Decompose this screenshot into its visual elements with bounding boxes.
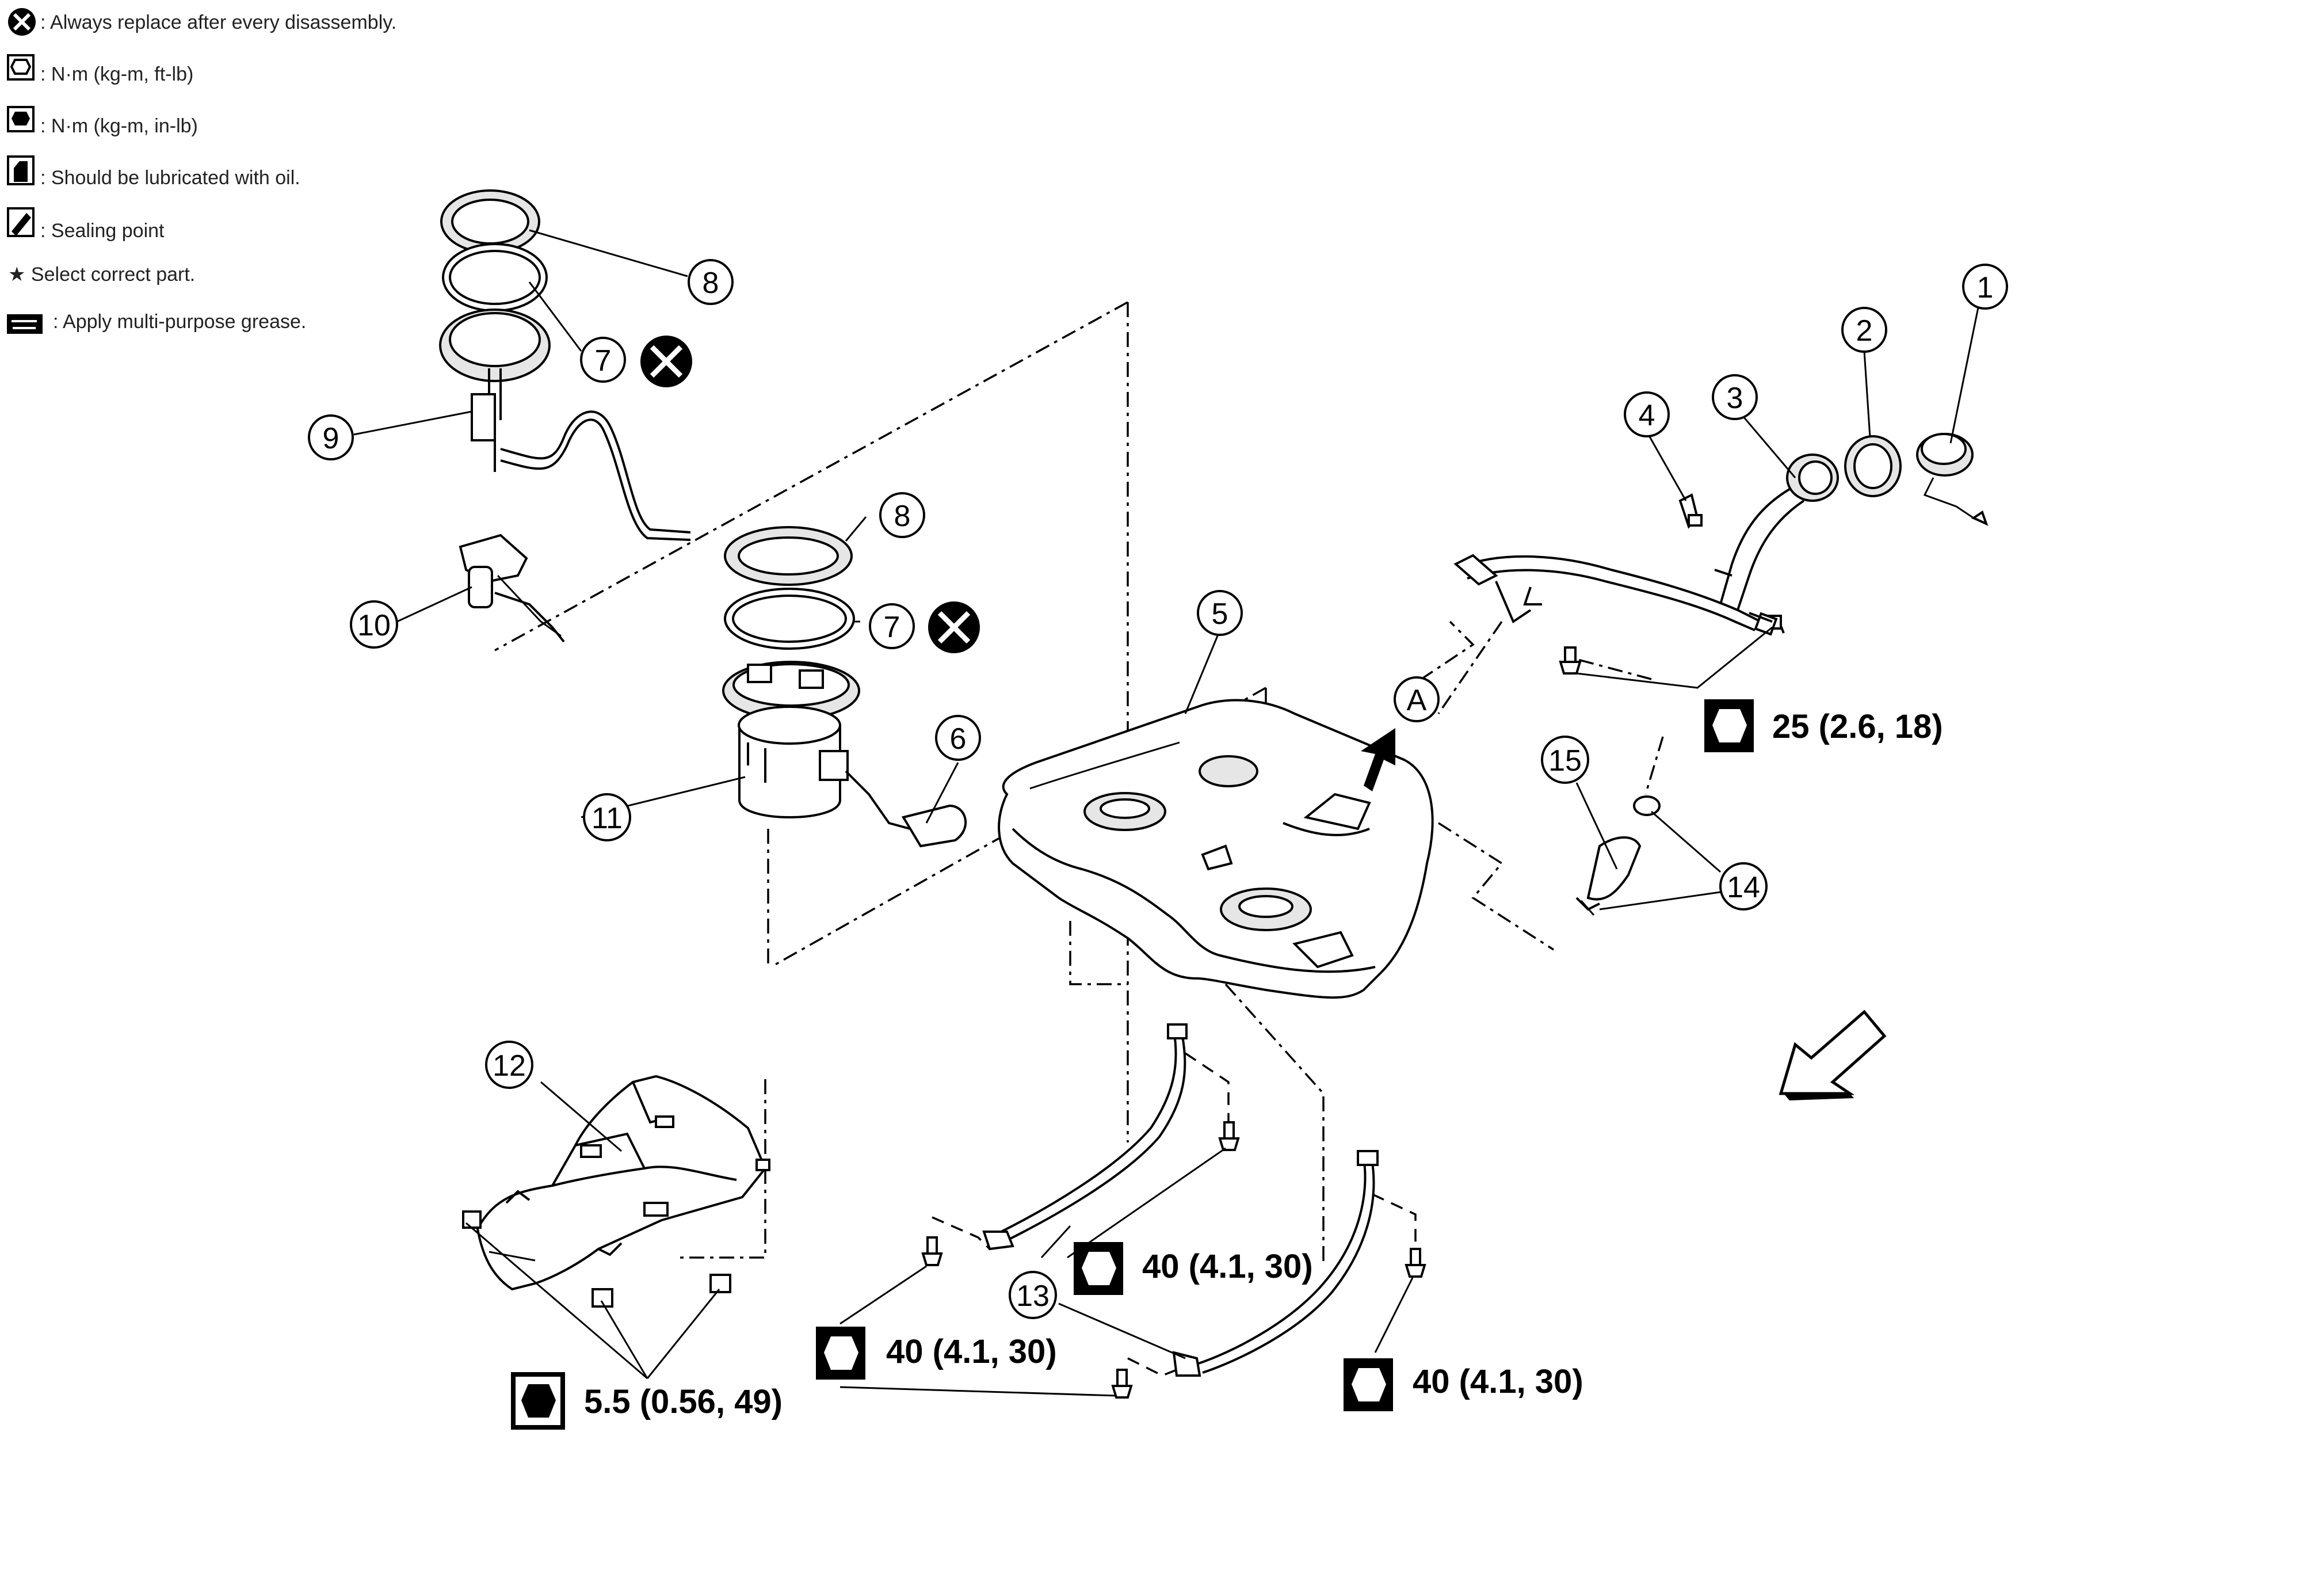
callout-7a: 7 bbox=[580, 337, 626, 383]
tank-band-13-right bbox=[1172, 1150, 1379, 1377]
svg-text:5.5 (0.56, 49): 5.5 (0.56, 49) bbox=[584, 1383, 783, 1420]
svg-text:7: 7 bbox=[595, 344, 612, 378]
callout-13: 13 bbox=[1009, 1271, 1057, 1319]
fuel-level-sensor-10 bbox=[459, 534, 565, 643]
svg-text:1: 1 bbox=[1977, 271, 1994, 304]
callout-9: 9 bbox=[308, 414, 354, 460]
lock-ring-8 bbox=[724, 526, 853, 586]
svg-text:10: 10 bbox=[357, 609, 391, 642]
upper-o-ring-7 bbox=[442, 243, 548, 312]
svg-text:2: 2 bbox=[1856, 314, 1873, 348]
x-circle-icon bbox=[928, 601, 980, 653]
svg-text:3: 3 bbox=[1727, 382, 1743, 415]
legend-item: : Should be lubricated with oil. bbox=[40, 167, 300, 189]
heat-shield-12 bbox=[462, 1075, 770, 1308]
callout-15: 15 bbox=[1541, 736, 1589, 784]
svg-text:A: A bbox=[1407, 684, 1427, 717]
callout-5: 5 bbox=[1197, 590, 1243, 636]
svg-text:5: 5 bbox=[1212, 597, 1228, 631]
callout-2: 2 bbox=[1841, 307, 1887, 353]
x-circle-icon bbox=[640, 336, 692, 387]
leader-lines bbox=[353, 229, 1983, 1397]
svg-text:14: 14 bbox=[1727, 871, 1760, 904]
svg-text:13: 13 bbox=[1016, 1279, 1050, 1313]
callout-14: 14 bbox=[1719, 862, 1768, 911]
x-circle-icon bbox=[8, 8, 36, 36]
fuel-pump-11 bbox=[722, 661, 860, 818]
callout-3: 3 bbox=[1712, 374, 1758, 420]
direction-arrow-a bbox=[1361, 728, 1395, 791]
upper-lock-ring-8 bbox=[440, 189, 540, 254]
o-ring-7 bbox=[724, 588, 855, 650]
filler-cap-1 bbox=[1916, 433, 1989, 526]
torque-spec-heat-shield: 5.5 (0.56, 49) bbox=[511, 1372, 783, 1430]
front-arrow bbox=[1779, 1010, 1887, 1100]
callout-a: A bbox=[1394, 676, 1440, 722]
svg-text:4: 4 bbox=[1639, 399, 1655, 432]
legend-item: ★ Select correct part. bbox=[8, 264, 195, 285]
callout-8b: 8 bbox=[879, 492, 925, 538]
legend-item: : N·m (kg-m, in-lb) bbox=[40, 115, 198, 137]
legend-item: : N·m (kg-m, ft-lb) bbox=[40, 63, 193, 85]
callout-10: 10 bbox=[350, 600, 398, 649]
callout-8a: 8 bbox=[688, 259, 734, 305]
legend-item: : Sealing point bbox=[40, 220, 165, 242]
torque-wrench-filled-icon bbox=[7, 106, 35, 132]
torque-spec-band-mid: 40 (4.1, 30) bbox=[1074, 1242, 1313, 1295]
svg-text:9: 9 bbox=[323, 422, 339, 455]
svg-text:7: 7 bbox=[884, 611, 900, 644]
svg-text:8: 8 bbox=[894, 500, 911, 533]
hose-clamps-14 bbox=[1575, 795, 1661, 916]
svg-text:40 (4.1, 30): 40 (4.1, 30) bbox=[1142, 1248, 1313, 1285]
callout-1: 1 bbox=[1962, 264, 2008, 310]
svg-text:8: 8 bbox=[703, 266, 719, 300]
filler-ring-2 bbox=[1844, 435, 1902, 497]
filler-bolts bbox=[1559, 612, 1778, 675]
torque-wrench-icon bbox=[7, 54, 35, 81]
callout-12: 12 bbox=[485, 1041, 533, 1089]
fuel-level-sensor-6 bbox=[845, 770, 967, 848]
filler-tube-3 bbox=[1453, 454, 1839, 634]
svg-text:11: 11 bbox=[592, 802, 623, 835]
svg-text:15: 15 bbox=[1548, 744, 1582, 778]
svg-text:12: 12 bbox=[493, 1049, 526, 1083]
svg-text:40 (4.1, 30): 40 (4.1, 30) bbox=[1413, 1363, 1583, 1400]
sealing-point-icon bbox=[7, 207, 35, 237]
callout-7b: 7 bbox=[869, 603, 915, 649]
torque-specs: 25 (2.6, 18) 40 (4.1, 30) 40 (4.1, 30) 4… bbox=[511, 699, 1943, 1430]
filler-clamp-4 bbox=[1678, 493, 1703, 529]
torque-spec-band-left: 40 (4.1, 30) bbox=[816, 1327, 1057, 1380]
torque-spec-band-right: 40 (4.1, 30) bbox=[1344, 1358, 1583, 1411]
filler-hose-15 bbox=[1586, 836, 1642, 901]
tank-band-13-left bbox=[982, 1023, 1188, 1251]
legend-item: : Apply multi-purpose grease. bbox=[53, 311, 306, 333]
callout-11: 11 bbox=[583, 793, 631, 841]
svg-text:25 (2.6, 18): 25 (2.6, 18) bbox=[1772, 708, 1943, 745]
callout-6: 6 bbox=[935, 715, 981, 761]
oil-can-icon bbox=[7, 155, 35, 185]
callouts: 1 2 3 4 5 A 6 7 8 11 8 7 9 10 15 14 12 1… bbox=[308, 259, 2008, 1319]
legend: : Always replace after every disassembly… bbox=[7, 8, 396, 334]
callout-4: 4 bbox=[1624, 391, 1670, 437]
tank-band-bolts bbox=[921, 1121, 1426, 1399]
fuel-level-sensor-unit-9 bbox=[439, 308, 691, 541]
svg-text:40 (4.1, 30): 40 (4.1, 30) bbox=[886, 1333, 1057, 1370]
torque-spec-filler: 25 (2.6, 18) bbox=[1704, 699, 1943, 752]
grease-icon bbox=[7, 314, 43, 334]
fuel-tank-5 bbox=[998, 699, 1434, 999]
legend-item: : Always replace after every disassembly… bbox=[40, 12, 396, 33]
svg-text:6: 6 bbox=[950, 722, 967, 756]
